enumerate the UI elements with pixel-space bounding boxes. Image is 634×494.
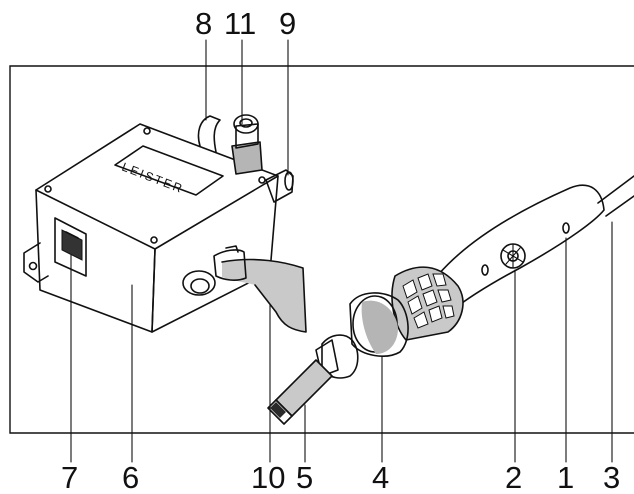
callout-labels: 8 11 9 7 6 10 5 4 2 1 3: [61, 6, 620, 494]
callout-9: 9: [279, 6, 296, 41]
illustration-frame: [9, 65, 634, 434]
callout-3: 3: [603, 460, 620, 494]
control-box: [23, 114, 307, 333]
callout-7: 7: [61, 460, 78, 494]
callout-1: 1: [557, 460, 574, 494]
callout-2: 2: [505, 460, 522, 494]
callout-5: 5: [296, 460, 313, 494]
callout-8: 8: [195, 6, 212, 41]
callout-6: 6: [122, 460, 139, 494]
hand-tool: [267, 175, 634, 425]
callout-11: 11: [224, 6, 256, 41]
callout-10: 10: [251, 460, 285, 494]
brand-label: LEISTER: [120, 160, 186, 197]
leader-lines: [70, 39, 613, 463]
callout-4: 4: [372, 460, 389, 494]
